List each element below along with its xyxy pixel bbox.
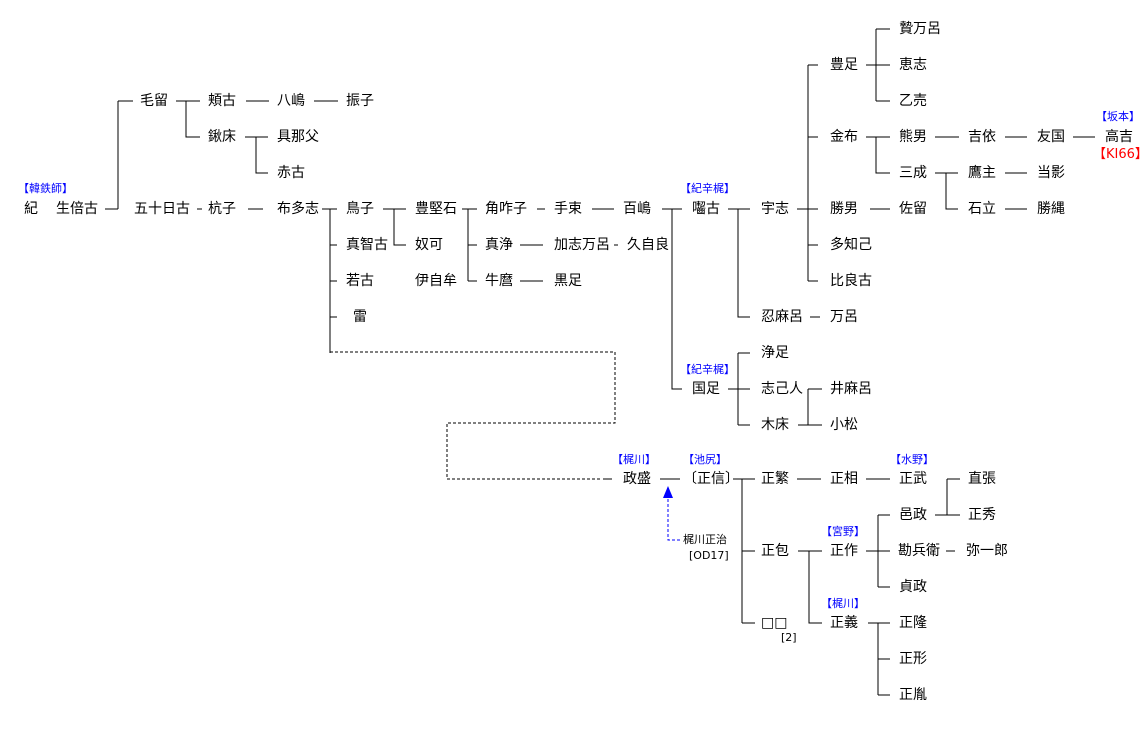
person-yoshiyori[interactable]: 吉依	[968, 129, 996, 145]
person-takayoshi[interactable]: 高吉	[1105, 129, 1133, 145]
person-toriko[interactable]: 鳥子	[346, 201, 374, 217]
person-wakako[interactable]: 若古	[346, 273, 374, 289]
person-tomokuni[interactable]: 友国	[1037, 129, 1065, 145]
person-kuiko[interactable]: 杭子	[208, 201, 236, 217]
person-machiko[interactable]: 真智古	[346, 237, 388, 253]
code-label[interactable]: 【KI66】	[1093, 147, 1143, 162]
person-tsurako[interactable]: 頬古	[208, 93, 236, 109]
person-imaro[interactable]: 井麻呂	[830, 381, 872, 397]
person-furiko[interactable]: 振子	[346, 93, 374, 109]
person-kurotari[interactable]: 黒足	[554, 273, 582, 289]
person-masamori[interactable]: 政盛	[623, 471, 651, 487]
surname-label: 【池尻】	[683, 453, 727, 466]
person-katsunawa[interactable]: 勝縄	[1037, 201, 1065, 217]
person-maro[interactable]: 万呂	[830, 309, 858, 325]
surname-label: 【宮野】	[821, 525, 865, 538]
person-masatane[interactable]: 正胤	[899, 687, 927, 703]
person-momoshima[interactable]: 百嶋	[623, 201, 651, 217]
person-otome[interactable]: 乙売	[899, 93, 927, 109]
person-komatsu[interactable]: 小松	[830, 417, 858, 433]
person-masayoshi[interactable]: 正義	[830, 615, 858, 631]
reference-number[interactable]: [2]	[781, 631, 797, 644]
person-kumao[interactable]: 熊男	[899, 129, 927, 145]
surname-label: 【紀辛梶】	[680, 182, 735, 195]
person-majo[interactable]: 真浄	[485, 237, 513, 253]
person-shikohito[interactable]: 志己人	[761, 381, 803, 397]
surname-label: 【紀辛梶】	[680, 363, 735, 376]
person-sukitoko[interactable]: 鍬床	[208, 129, 236, 145]
person-futashi[interactable]: 布多志	[277, 201, 319, 217]
person-nuka[interactable]: 奴可	[415, 237, 443, 253]
person-masahide[interactable]: 正秀	[968, 507, 996, 523]
person-masakane[interactable]: 正包	[761, 543, 789, 559]
person-tachiki[interactable]: 多知己	[830, 237, 872, 253]
person-niemaro[interactable]: 贄万呂	[899, 21, 941, 37]
person-ikaiko[interactable]: 生倍古	[56, 201, 98, 217]
person-ishitachi[interactable]: 石立	[968, 201, 996, 217]
person-toyotari[interactable]: 豊足	[830, 57, 858, 73]
person-ikazuchi[interactable]: 雷	[353, 309, 367, 325]
adoption-note: 梶川正治	[683, 533, 727, 546]
person-takanushi[interactable]: 鷹主	[968, 165, 996, 181]
person-tetsuka[interactable]: 手束	[554, 201, 582, 217]
person-eshi[interactable]: 恵志	[899, 57, 927, 73]
person-yaichiro[interactable]: 弥一郎	[966, 543, 1008, 559]
person-unknown[interactable]: □□	[761, 615, 788, 631]
person-mitsunari[interactable]: 三成	[899, 165, 927, 181]
person-kunitari[interactable]: 国足	[692, 381, 720, 397]
person-oshimaro[interactable]: 忍麻呂	[761, 309, 803, 325]
person-masakata[interactable]: 正形	[899, 651, 927, 667]
adoption-arrow-line	[667, 496, 680, 541]
person-naoharu[interactable]: 直張	[968, 471, 996, 487]
person-katsuo[interactable]: 勝男	[830, 201, 858, 217]
surname-label: 【梶川】	[821, 597, 865, 610]
adoption-dotted-line	[330, 351, 616, 480]
person-kashimaro[interactable]: 加志万呂	[554, 237, 610, 253]
person-akako[interactable]: 赤古	[277, 165, 305, 181]
person-hirako[interactable]: 比良古	[830, 273, 872, 289]
surname-label: 【水野】	[890, 453, 934, 466]
person-kanbee[interactable]: 勘兵衛	[898, 543, 940, 559]
surname-label: 【梶川】	[612, 453, 656, 466]
person-yumasa[interactable]: 邑政	[899, 507, 927, 523]
person-tsunosaku[interactable]: 角咋子	[485, 201, 527, 217]
person-masataka[interactable]: 正隆	[899, 615, 927, 631]
person-kujira[interactable]: 久自良	[627, 237, 669, 253]
person-masanobu[interactable]: 〔正信〕	[683, 471, 739, 487]
person-gyumaro[interactable]: 牛麿	[485, 273, 513, 289]
person-sadamasa[interactable]: 貞政	[899, 579, 927, 595]
surname-label: 【坂本】	[1096, 110, 1140, 123]
person-kitoko[interactable]: 木床	[761, 417, 789, 433]
person-ijimu[interactable]: 伊自牟	[415, 273, 457, 289]
person-masakage[interactable]: 当影	[1037, 165, 1065, 181]
person-masanari[interactable]: 正作	[830, 543, 858, 559]
surname-label: 【韓鉄師】	[18, 182, 73, 195]
person-sakaru[interactable]: 佐留	[899, 201, 927, 217]
person-gunafu[interactable]: 具那父	[277, 129, 319, 145]
person-isokako[interactable]: 五十日古	[134, 201, 190, 217]
person-ki[interactable]: 紀	[24, 201, 38, 217]
person-kanefu[interactable]: 金布	[830, 129, 858, 145]
person-masatake[interactable]: 正武	[899, 471, 927, 487]
person-ushi[interactable]: 宇志	[761, 201, 789, 217]
person-kamiko[interactable]: 囓古	[692, 201, 720, 217]
reference-code[interactable]: [OD17]	[689, 549, 729, 562]
person-masashige[interactable]: 正繁	[761, 471, 789, 487]
arrow-head-icon	[663, 486, 673, 498]
person-masasuke[interactable]: 正相	[830, 471, 858, 487]
person-toyokataishi[interactable]: 豊堅石	[415, 201, 457, 217]
person-jotari[interactable]: 浄足	[761, 345, 789, 361]
person-yashima[interactable]: 八嶋	[277, 93, 305, 109]
person-mottome[interactable]: 毛留	[140, 93, 168, 109]
